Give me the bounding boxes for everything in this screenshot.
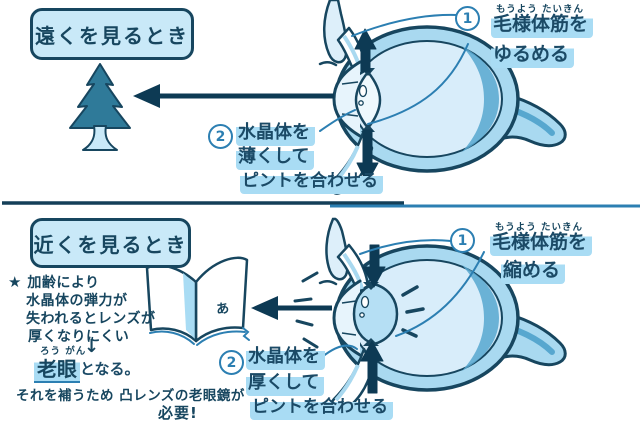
furigana-ciliary-far: もうよう たいきん	[496, 4, 585, 15]
label-relax-far: ゆるめる	[491, 43, 575, 68]
presbyopia-keyword: 老眼	[34, 357, 80, 383]
note-line-aging: ★ 加齢により	[8, 273, 100, 291]
label-thicken-near: 厚くして	[246, 372, 325, 396]
tree-icon	[69, 63, 131, 151]
furigana-presbyopia: ろう がん	[40, 346, 87, 357]
lens-bubble	[360, 295, 370, 309]
lens-bubble-small	[359, 312, 365, 318]
note-line-necessary: 必要!	[158, 404, 198, 422]
note-line-lost: 失われるとレンズが	[26, 311, 156, 327]
label-ciliary-muscle-far: 毛様体筋を	[491, 13, 594, 38]
step2-number-near: 2	[219, 350, 244, 375]
cornea-emphasis-dashes	[293, 271, 319, 349]
label-lens-near: 水晶体を	[246, 346, 325, 370]
zonule-fibers	[341, 300, 357, 336]
step1-number-far: 1	[455, 6, 480, 31]
cornea	[332, 279, 362, 357]
retina-band	[462, 46, 499, 152]
label-contract-near: 縮める	[501, 259, 566, 284]
ciliary-arrow-down-icon	[362, 244, 386, 288]
step1-number-near: 1	[450, 228, 475, 253]
down-arrow-icon: ↓	[84, 336, 100, 357]
lens-bubble-small	[358, 100, 364, 106]
leader-step2-far	[319, 109, 356, 132]
nose-shape	[323, 0, 348, 64]
label-lens-far: 水晶体を	[236, 122, 315, 146]
star-icon: ★	[8, 273, 22, 291]
book-page-stack-right	[196, 330, 246, 346]
presbyopia-suffix: となる。	[80, 360, 140, 378]
title-looking-far: 遠くを見るとき	[30, 8, 194, 60]
eye-cross-section-near	[293, 217, 567, 414]
label-focus-far: ピントを合わせる	[240, 171, 383, 194]
furigana-ciliary-near: もうよう たいきん	[495, 222, 584, 233]
book-icon	[145, 256, 250, 346]
note-keyword-row: 老眼となる。	[34, 353, 140, 383]
ciliary-arrow-down-icon	[356, 129, 379, 184]
retina-band	[462, 265, 499, 371]
note-line-hard-to-thicken: 厚くなりにくい	[28, 329, 130, 345]
nostril-line	[318, 280, 338, 286]
arrow-left-far	[133, 84, 334, 108]
label-thin-far: 薄くして	[236, 146, 315, 170]
book-corner-pages	[242, 327, 250, 341]
arrow-left-near	[251, 296, 332, 320]
label-ciliary-muscle-near: 毛様体筋を	[490, 231, 593, 256]
leader-step1-top	[351, 13, 458, 37]
leader-step1-top	[359, 239, 452, 255]
tree-trunk	[82, 125, 118, 151]
lower-eyelid-shade	[334, 364, 360, 402]
leader-lines-far	[319, 13, 469, 132]
leader-step2-near	[321, 344, 358, 358]
label-focus-near: ピントを合わせる	[250, 397, 393, 420]
tree-foliage	[69, 63, 131, 129]
note-line-convex-lens: それを補うため 凸レンズの老眼鏡が	[16, 388, 245, 404]
bulge-emphasis-dashes	[401, 285, 425, 338]
leader-lines-near	[321, 239, 485, 358]
book-page-character: あ	[215, 301, 230, 318]
leader-step1-bottom	[395, 251, 485, 337]
nostril-line	[318, 61, 338, 67]
ciliary-arrow-up-icon	[360, 340, 384, 394]
leader-step1-bottom	[367, 43, 469, 125]
upper-eyelid-shade	[342, 34, 363, 73]
title-looking-near: 近くを見るとき	[30, 218, 191, 268]
book-page-stack-left	[149, 330, 195, 345]
lens-bubble	[358, 84, 368, 98]
step2-number-far: 2	[208, 124, 233, 149]
ciliary-arrow-up-icon	[354, 28, 377, 73]
note-line-elasticity: 水晶体の弾力が	[26, 293, 128, 309]
upper-eyelid-shade	[342, 252, 364, 290]
book-spine-shade	[183, 273, 196, 340]
